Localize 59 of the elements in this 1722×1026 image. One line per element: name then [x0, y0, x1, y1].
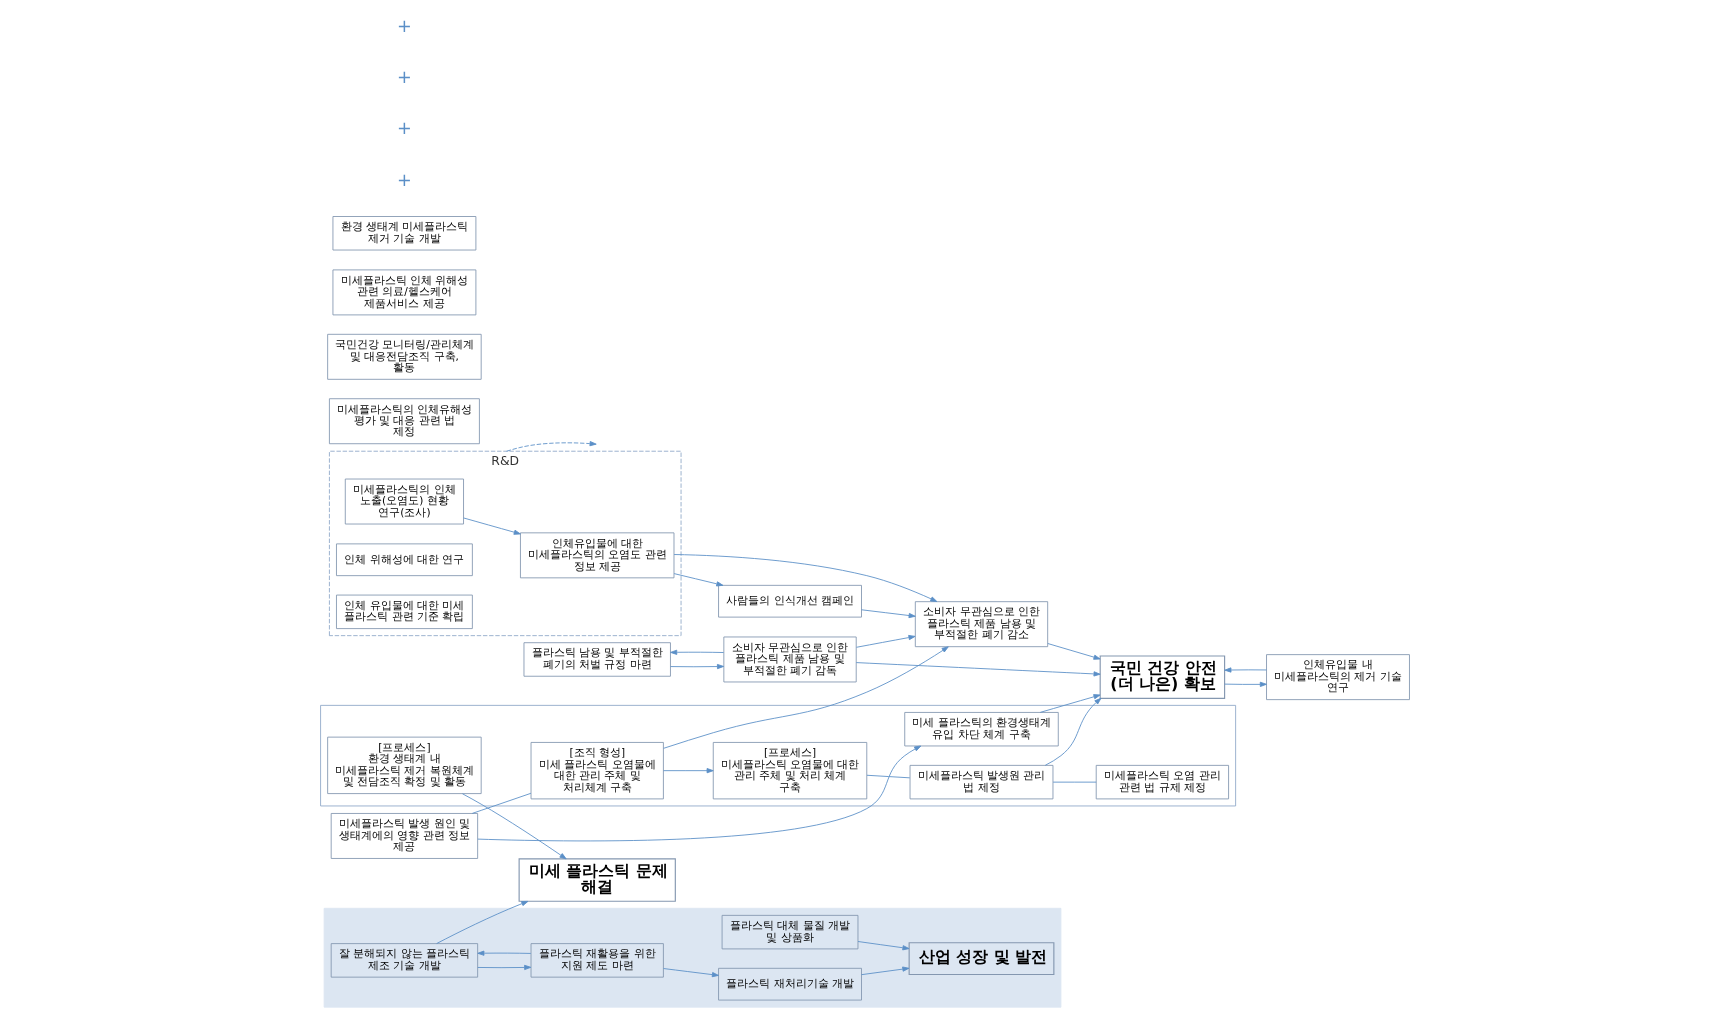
node-box: 플라스틱 대체 물질 개발 및 상품화: [721, 914, 858, 950]
node-box: 잘 분해되지 않는 플라스틱 제조 기술 개발: [330, 943, 478, 978]
node-box: 인체유입물에 대한 미세플라스틱의 오염도 관련 정보 제공: [519, 532, 674, 579]
node-box: 소비자 무관심으로 인한 플라스틱 제품 남용 및 부적절한 폐기 감독: [722, 636, 857, 683]
arrow: [662, 646, 949, 749]
node-box: 미세플라스틱의 인체 노출(오염도) 현황 연구(조사): [344, 478, 464, 525]
arrow: [860, 609, 916, 619]
arrow: [1044, 697, 1101, 766]
node-box: 환경 생태계 미세플라스틱 제거 기술 개발: [332, 216, 476, 251]
node-box: 플라스틱 재처리기술 개발: [717, 967, 862, 1001]
arrow: [476, 745, 921, 842]
label: +: [396, 16, 412, 37]
arrow: [1039, 694, 1101, 713]
arrow: [855, 634, 915, 648]
arrow: [860, 966, 909, 976]
arrow: [435, 900, 528, 944]
arrow: [476, 964, 531, 971]
node-box: 인체 유입물에 대한 미세 플라스틱 관련 기준 확립: [335, 594, 473, 630]
label: +: [396, 67, 412, 88]
arrow: [662, 768, 714, 774]
node-box: 미세플라스틱 인체 위해성 관련 의료/헬스케어 제품서비스 제공: [332, 269, 476, 316]
connector: [866, 774, 910, 779]
node-box: 국민 건강 안전 (더 나은) 확보: [1099, 655, 1225, 699]
node-box: 소비자 무관심으로 인한 플라스틱 제품 남용 및 부적절한 폐기 감소: [914, 601, 1048, 648]
label: +: [396, 118, 412, 139]
node-box: 미세플라스틱 발생원 관리 법 제정: [909, 764, 1053, 800]
arrow: [673, 573, 723, 587]
arrow: [669, 649, 724, 655]
node-box: 사람들의 인식개선 캠페인: [717, 584, 862, 618]
arrow: [1223, 681, 1267, 687]
arrow: [1223, 667, 1267, 673]
node-box: 미세플라스틱 오염 관리 관련 법 규제 제정: [1095, 764, 1229, 800]
node-box: 국민건강 모니터링/관리체계 및 대응전담조직 구축, 활동: [326, 333, 482, 380]
label: +: [396, 169, 412, 190]
node-box: 인체 위해성에 대한 연구: [335, 543, 473, 577]
arrow: [461, 793, 567, 860]
node-box: 미세 플라스틱 문제 해결: [518, 858, 676, 902]
arrow: [855, 662, 1101, 677]
arrow: [673, 554, 937, 602]
node-box: 플라스틱 남용 및 부적절한 폐기의 처벌 규정 마련: [523, 642, 671, 677]
arrow: [662, 968, 719, 978]
arrow: [462, 517, 521, 535]
node-box: 미세 플라스틱의 환경생태계 유입 차단 체계 구축: [903, 711, 1059, 747]
node-box: [프로세스] 환경 생태계 내 미세플라스틱 제거 복원체계 및 전담조직 확정 및 활동: [326, 736, 482, 795]
connector: [1052, 781, 1097, 783]
node-box: 미세플라스틱의 인체유해성 평가 및 대응 관련 법 제정: [328, 398, 480, 445]
node-box: [조직 형성] 미세 플라스틱 오염물에 대한 관리 주체 및 처리체계 구축: [530, 741, 664, 800]
arrow: [857, 941, 909, 951]
arrow: [1046, 643, 1101, 660]
node-box: 산업 성장 및 발전: [908, 942, 1054, 976]
connector: [471, 792, 531, 814]
arrow: [476, 950, 531, 956]
node-box: 인체유입물 내 미세플라스틱의 제거 기술 연구: [1265, 654, 1410, 701]
cluster: [323, 907, 1061, 1008]
node-box: 미세플라스틱 발생 원인 및 생태계에의 영향 관련 정보 제공: [330, 813, 478, 859]
arrow: [669, 663, 724, 670]
arrow: [505, 441, 597, 452]
node-box: 플라스틱 재활용을 위한 지원 제도 마련: [530, 943, 664, 978]
node-box: [프로세스] 미세플라스틱 오염물에 대한 관리 주체 및 처리 체계 구축: [712, 741, 867, 800]
